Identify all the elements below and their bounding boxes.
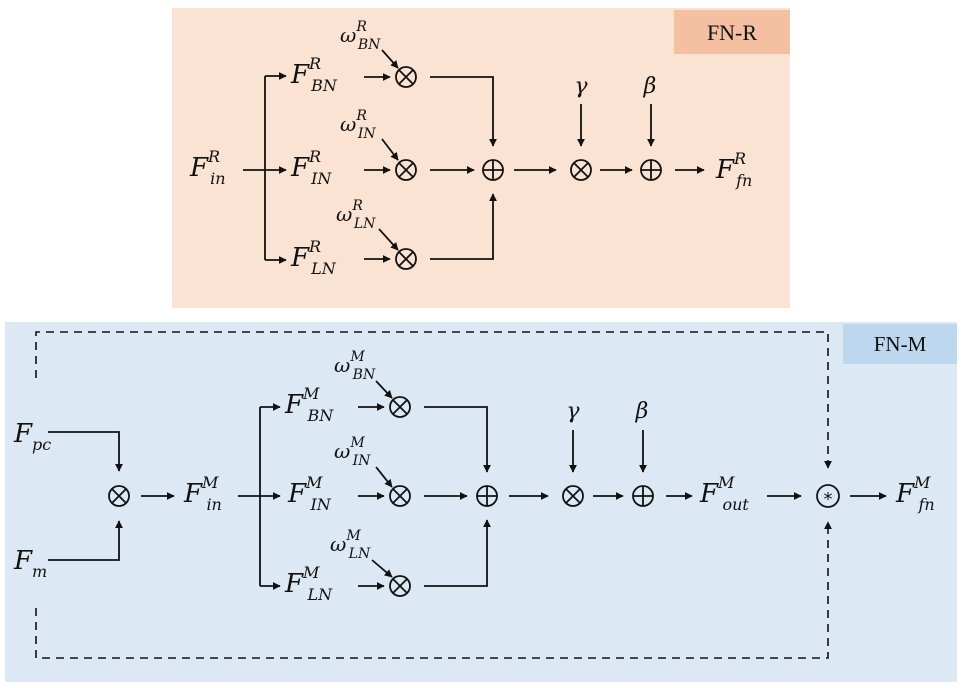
bottom-sum-add-icon — [476, 485, 498, 507]
bottom-gamma-label: γ — [566, 399, 580, 424]
top-in-weight-arrow — [381, 138, 399, 161]
top-gamma-label: γ — [574, 74, 588, 99]
bottom-skip-connection — [35, 331, 832, 659]
fn-r-tag-box — [674, 10, 790, 54]
top-in-multiply-icon — [395, 159, 417, 181]
bottom-bn-to-add-line — [424, 406, 491, 473]
bottom-gamma-multiply-icon — [562, 485, 584, 507]
bottom-ln-multiply-icon — [389, 575, 411, 597]
top-ln-to-add-line — [430, 193, 497, 260]
bottom-input-multiply-icon — [108, 485, 130, 507]
bottom-m-to-multiply-line — [48, 520, 123, 561]
fn-r-background — [172, 8, 790, 308]
fn-m-tag: FN-M — [874, 332, 927, 356]
svg-text:*: * — [824, 489, 833, 510]
fn-m-tag-box — [843, 324, 957, 364]
bottom-beta-label: β — [635, 399, 649, 424]
fn-m-background — [5, 322, 957, 682]
top-beta-add-icon — [640, 159, 662, 181]
fn-r-tag: FN-R — [707, 20, 757, 45]
bottom-conv-icon: * — [816, 484, 840, 510]
top-bn-multiply-icon — [395, 66, 417, 88]
bottom-split-lines — [238, 403, 281, 590]
bottom-in-weight-arrow — [375, 466, 393, 488]
bottom-bn-multiply-icon — [389, 396, 411, 418]
top-bn-to-add-line — [430, 76, 497, 147]
bottom-bn-weight-arrow — [375, 380, 393, 399]
bottom-beta-add-icon — [632, 485, 654, 507]
top-ln-weight-arrow — [378, 228, 399, 251]
top-sum-add-icon — [482, 159, 504, 181]
bottom-pc-to-multiply-line — [48, 431, 123, 472]
top-split-lines — [243, 72, 287, 264]
bottom-ln-weight-arrow — [371, 559, 393, 578]
bottom-in-multiply-icon — [389, 485, 411, 507]
top-beta-label: β — [643, 74, 657, 99]
bottom-ln-to-add-line — [424, 519, 491, 587]
bottom-input-pc-label: Fpc — [13, 419, 51, 454]
bottom-input-m-label: Fm — [13, 546, 47, 581]
top-bn-weight-arrow — [381, 49, 399, 69]
top-gamma-multiply-icon — [570, 159, 592, 181]
top-ln-multiply-icon — [395, 248, 417, 270]
